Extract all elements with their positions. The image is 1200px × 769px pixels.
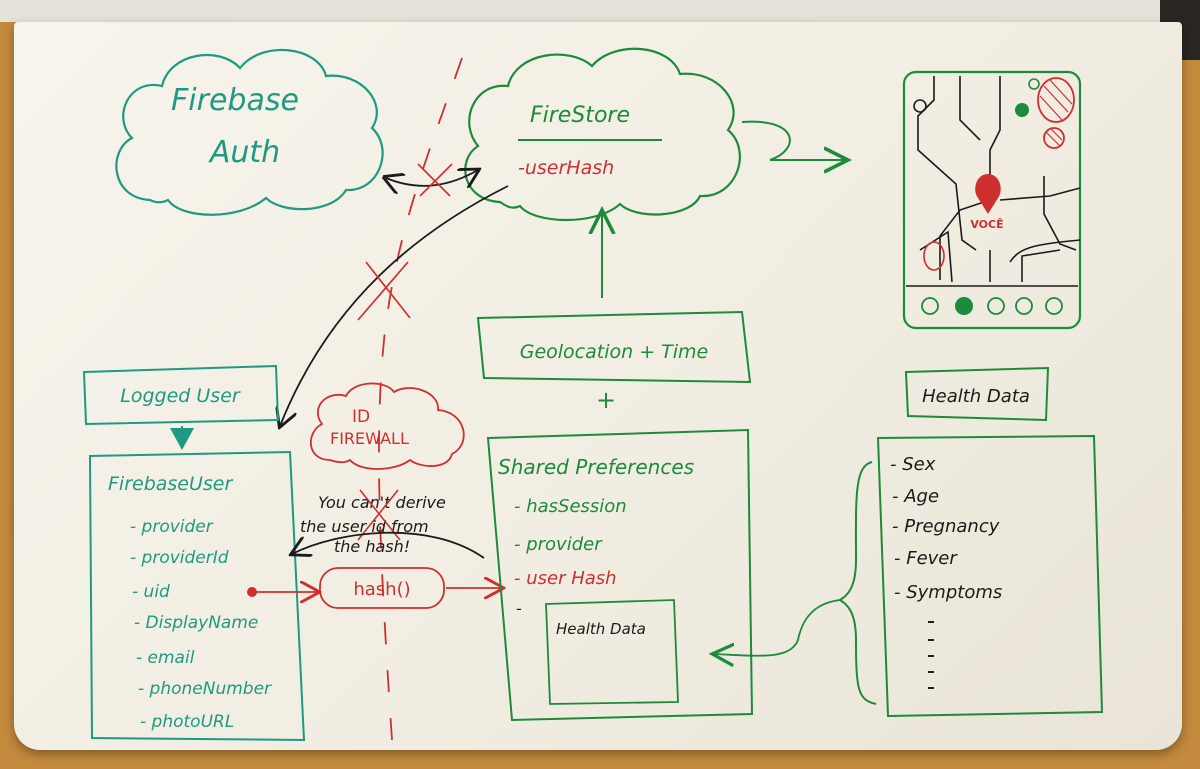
- health-item-ellipsis: [928, 621, 934, 689]
- firestore-to-map-arrow: [741, 120, 846, 160]
- firestore-to-user-arrow: [280, 185, 509, 426]
- geolocation-box: Geolocation + Time: [476, 310, 752, 384]
- id-firewall-line1: ID: [352, 407, 370, 427]
- hash-function-label: hash(): [353, 579, 410, 600]
- annotation-line3: the hash!: [334, 537, 410, 556]
- firewall-dashed-line: [378, 57, 463, 741]
- brace-to-inner-box-arrow: [714, 599, 841, 656]
- annotation: You can't derive the user id from the ha…: [300, 489, 446, 556]
- no-derive-arrow: [292, 531, 485, 559]
- firestore-cloud: FireStore -userHash: [464, 47, 741, 221]
- firestore-title: FireStore: [530, 103, 630, 128]
- notebook-spine: [0, 0, 1200, 22]
- health-item-age: - Age: [892, 486, 939, 507]
- health-item-pregnancy: - Pregnancy: [892, 516, 1000, 537]
- map-marker-label: VOCÊ: [970, 218, 1003, 231]
- health-data-brace: [838, 461, 877, 705]
- id-firewall-cloud: ID FIREWALL: [309, 382, 465, 470]
- firebase-auth-line1: Firebase: [171, 83, 299, 118]
- annotation-line2: the user id from: [300, 517, 429, 536]
- logged-user-label: Logged User: [120, 385, 241, 407]
- shared-preferences-dash: -: [516, 599, 522, 618]
- firebase-user-field-uid: - uid: [132, 582, 170, 602]
- shared-preferences-user-hash: - user Hash: [514, 568, 617, 589]
- shared-preferences-health-label: Health Data: [556, 620, 646, 638]
- firebase-auth-cloud: Firebase Auth: [115, 48, 384, 216]
- firebase-user-field-phonenumber: - phoneNumber: [138, 679, 272, 699]
- firestore-to-user-cross: [357, 261, 411, 321]
- health-item-fever: - Fever: [894, 548, 958, 569]
- firebase-user-field-photourl: - photoURL: [140, 712, 234, 732]
- map-phone-sketch: VOCÊ: [902, 70, 1082, 330]
- firebase-user-field-displayname: - DisplayName: [134, 613, 258, 633]
- health-item-sex: - Sex: [890, 454, 936, 475]
- map-red-area-2: [1043, 127, 1065, 149]
- shared-preferences-health-box: [545, 599, 679, 705]
- firebase-user-field-email: - email: [136, 648, 195, 668]
- map-dot-green-1: [1015, 103, 1029, 117]
- shared-preferences-field-provider: - provider: [514, 534, 603, 555]
- dock-icons: [921, 297, 1063, 315]
- map-red-area-1: [1037, 77, 1075, 123]
- phone-frame: [902, 70, 1082, 330]
- plus-sign: +: [596, 386, 616, 414]
- map-streets: [917, 76, 1081, 283]
- health-data-label-box: Health Data: [904, 366, 1050, 422]
- firebase-user-box: FirebaseUser - provider - providerId - u…: [88, 450, 306, 742]
- map-red-area-3: [923, 241, 945, 271]
- firebase-auth-line2: Auth: [208, 135, 280, 170]
- shared-preferences-title: Shared Preferences: [498, 455, 694, 479]
- firebase-user-field-provider: - provider: [130, 517, 214, 537]
- firestore-field: -userHash: [518, 157, 614, 179]
- location-marker-icon: [975, 174, 1001, 214]
- shared-preferences-field-hassession: - hasSession: [514, 496, 627, 517]
- health-data-list-box: - Sex - Age - Pregnancy - Fever - Sympto…: [876, 434, 1104, 718]
- map-dot-green-2: [1028, 78, 1040, 90]
- uid-dot: [247, 587, 257, 597]
- geolocation-label: Geolocation + Time: [520, 341, 709, 363]
- notebook-page: [14, 22, 1182, 750]
- shared-preferences-box: Shared Preferences - hasSession - provid…: [486, 428, 754, 722]
- hash-function-box: hash(): [319, 567, 445, 609]
- firebase-user-title: FirebaseUser: [108, 473, 233, 495]
- logged-user-box: Logged User: [82, 364, 280, 426]
- health-data-label: Health Data: [922, 386, 1030, 407]
- firebase-user-field-providerid: - providerId: [130, 548, 229, 568]
- health-item-symptoms: - Symptoms: [894, 582, 1002, 603]
- id-firewall-line2: FIREWALL: [330, 429, 409, 448]
- map-pin-icon: [913, 99, 927, 113]
- annotation-line1: You can't derive: [318, 493, 446, 512]
